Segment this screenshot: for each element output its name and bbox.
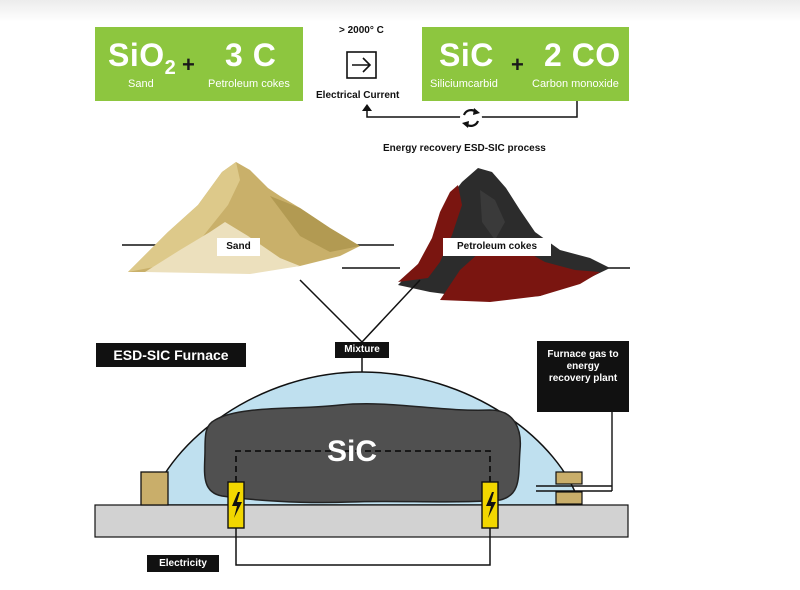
left-electrode bbox=[227, 481, 245, 529]
sic-mass bbox=[203, 403, 522, 504]
plus-sign-1: + bbox=[182, 52, 195, 77]
electricity-label: Electricity bbox=[147, 555, 219, 572]
sand-pile bbox=[122, 162, 394, 274]
petroleum-cokes-pile bbox=[342, 168, 630, 302]
plus-sign-2: + bbox=[511, 52, 524, 77]
gas-outlet-pipe bbox=[536, 412, 613, 505]
lightning-bolt-icon bbox=[486, 492, 496, 518]
reactants-box: SiO2 Sand + 3 C Petroleum cokes bbox=[95, 27, 303, 101]
furnace-gas-label: Furnace gas to energy recovery plant bbox=[537, 341, 629, 412]
mixture-label: Mixture bbox=[335, 342, 389, 358]
product1-formula: SiC bbox=[439, 37, 494, 73]
electrode-connection-dashed bbox=[235, 450, 491, 482]
recycle-arrows-icon bbox=[460, 107, 482, 129]
right-electrode bbox=[481, 481, 499, 529]
lightning-bolt-icon bbox=[232, 492, 242, 518]
reactant1-formula: SiO2 bbox=[108, 39, 176, 84]
reactant2-formula: 3 C bbox=[225, 37, 277, 73]
sand-label: Sand bbox=[217, 238, 260, 256]
right-arrow-icon bbox=[346, 51, 377, 79]
reactant1-formula-text: SiO bbox=[108, 37, 165, 73]
product2-formula: 2 CO bbox=[544, 37, 621, 73]
reactant1-name: Sand bbox=[128, 78, 154, 90]
product2-name: Carbon monoxide bbox=[532, 78, 619, 90]
reactant1-subscript: 2 bbox=[164, 57, 177, 79]
petroleum-cokes-label: Petroleum cokes bbox=[443, 238, 551, 256]
sic-label: SiC bbox=[327, 435, 378, 468]
electricity-wire bbox=[235, 528, 491, 566]
top-gradient bbox=[0, 0, 800, 22]
product1-name: Siliciumcarbid bbox=[430, 78, 498, 90]
electrical-current-label: Electrical Current bbox=[316, 90, 400, 101]
left-insulation-block bbox=[140, 471, 169, 506]
products-box: SiC Siliciumcarbid + 2 CO Carbon monoxid… bbox=[422, 27, 629, 101]
furnace-base bbox=[94, 504, 629, 538]
furnace-title: ESD-SIC Furnace bbox=[96, 343, 246, 367]
reactant2-name: Petroleum cokes bbox=[208, 78, 290, 90]
temperature-label: > 2000° C bbox=[339, 25, 384, 36]
energy-recovery-label: Energy recovery ESD-SIC process bbox=[383, 143, 546, 154]
